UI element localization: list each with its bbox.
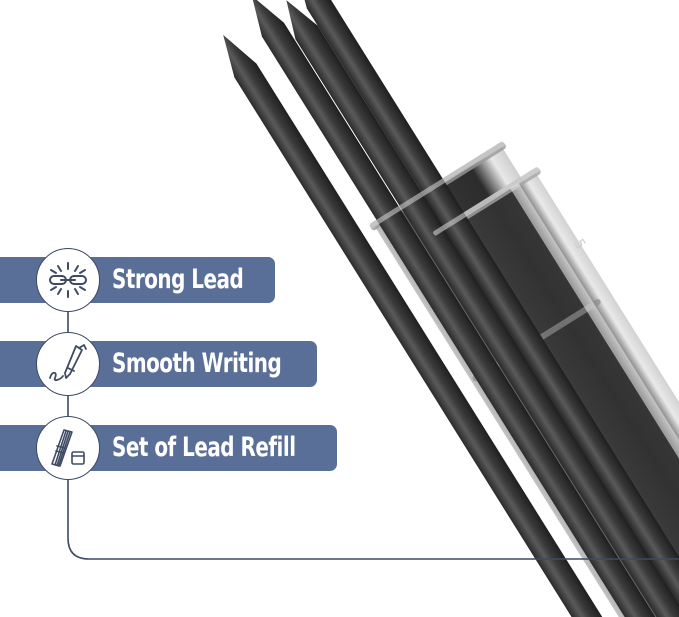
feature-label: Smooth Writing <box>112 348 282 379</box>
feature-icon-circle <box>36 416 100 480</box>
feature-icon-circle <box>36 332 100 396</box>
pen-signature-icon <box>49 344 87 382</box>
feature-icon-circle <box>36 248 100 312</box>
lead-refill-set-icon <box>51 429 85 467</box>
feature-label: Strong Lead <box>112 264 244 295</box>
chain-link-icon <box>49 262 87 298</box>
feature-label: Set of Lead Refill <box>112 432 296 463</box>
